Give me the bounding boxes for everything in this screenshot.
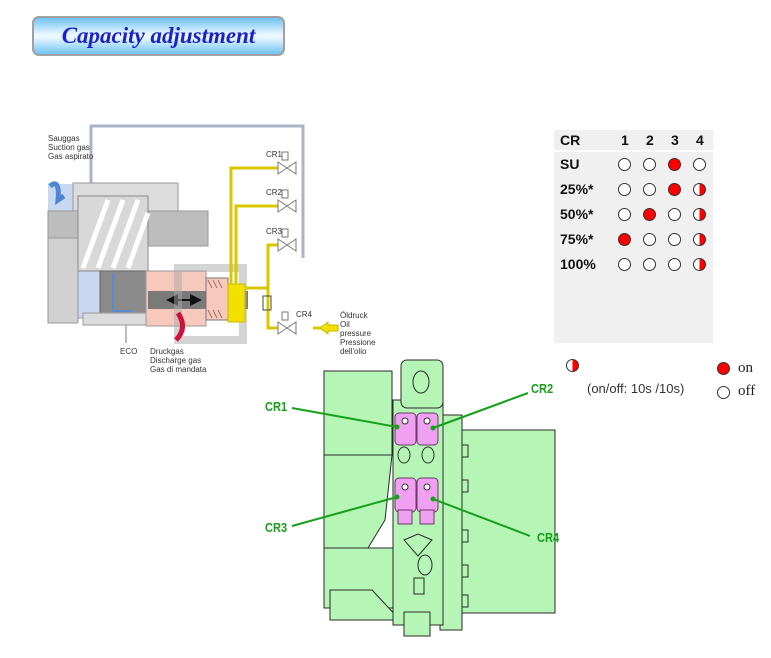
title-banner: Capacity adjustment [32, 16, 285, 56]
valve-icons [277, 151, 297, 335]
header-4: 4 [696, 132, 704, 148]
row-label: 25%* [560, 181, 594, 197]
oil-arrow-icon [319, 321, 339, 335]
valve-label-cr4: CR4 [296, 310, 313, 319]
discharge-label: Druckgas Discharge gas Gas di mandata [150, 347, 206, 374]
page-title: Capacity adjustment [61, 23, 256, 48]
row-label: 75%* [560, 231, 594, 247]
discharge-label-en: Discharge gas [150, 356, 202, 365]
state-off-icon [618, 183, 631, 196]
state-pulse-icon [693, 208, 706, 221]
row-label: 50%* [560, 206, 594, 222]
state-off-icon [668, 233, 681, 246]
discharge-label-it: Gas di mandata [150, 365, 207, 374]
oil-lines [229, 166, 328, 330]
suction-label-en: Suction gas [48, 143, 90, 152]
pulse-state-icon [566, 359, 579, 372]
spring-icon [262, 295, 272, 311]
callout-line-cr1 [291, 407, 398, 428]
state-off-icon [643, 258, 656, 271]
state-off-icon [693, 158, 706, 171]
eco-label: ECO [120, 347, 138, 356]
suction-label: Sauggas Suction gas Gas aspirato [48, 134, 93, 161]
state-off-icon [618, 208, 631, 221]
state-off-icon [618, 258, 631, 271]
valve-label-cr1: CR1 [266, 150, 283, 159]
solenoid-cr2 [416, 412, 439, 446]
callout-line-cr4 [432, 498, 531, 537]
header-cr: CR [560, 132, 581, 148]
valve-label-cr3: CR3 [266, 227, 283, 236]
callout-cr4: CR4 [537, 530, 560, 545]
pulse-note: (on/off: 10s /10s) [587, 381, 685, 396]
oil-label-de: Öldruck [340, 311, 368, 320]
suction-label-de: Sauggas [48, 134, 80, 143]
housing-right [459, 429, 556, 614]
solenoid-cr4 [416, 477, 439, 513]
row-label: 100% [560, 256, 596, 272]
callout-cr2: CR2 [531, 381, 554, 396]
state-off-icon [643, 183, 656, 196]
slide-valve [99, 270, 149, 314]
state-off-icon [668, 208, 681, 221]
header-1: 1 [621, 132, 629, 148]
on-state-icon [717, 362, 730, 375]
row-label: SU [560, 156, 580, 172]
header-3: 3 [671, 132, 679, 148]
state-off-icon [618, 158, 631, 171]
suction-label-it: Gas aspirato [48, 152, 94, 161]
valve-label-cr2: CR2 [266, 188, 283, 197]
legend-on-label: on [738, 360, 753, 376]
suction-arrow-icon [48, 181, 66, 205]
state-on-icon [643, 208, 656, 221]
capacity-state-table: CR 1 2 3 4 SU 25%* 50%* 75%* 100% [554, 130, 713, 343]
compressor-schematic: Sauggas Suction gas Gas aspirato ECO Dru… [28, 108, 376, 388]
callout-line-cr3 [291, 496, 398, 527]
state-on-icon [668, 183, 681, 196]
legend-off-label: off [738, 383, 756, 399]
state-off-icon [668, 258, 681, 271]
header-2: 2 [646, 132, 654, 148]
table-header: CR 1 2 3 4 [554, 130, 713, 152]
oil-label-en: Oil pressure [340, 320, 372, 338]
housing-left-lower [323, 454, 393, 549]
callout-cr1: CR1 [265, 399, 288, 414]
oil-label-it: Pressione dell'olio [340, 338, 376, 356]
state-off-icon [643, 233, 656, 246]
callout-cr3: CR3 [265, 520, 288, 535]
state-pulse-icon [693, 258, 706, 271]
schematic-drawing [47, 124, 339, 344]
discharge-label-de: Druckgas [150, 347, 184, 356]
solenoid-cr1 [394, 412, 417, 446]
state-on-icon [618, 233, 631, 246]
state-on-icon [668, 158, 681, 171]
state-pulse-icon [693, 233, 706, 246]
solenoid-valves [394, 412, 439, 525]
oil-pressure-label: Öldruck Oil pressure Pressione dell'olio [340, 311, 376, 356]
state-off-icon [643, 158, 656, 171]
callout-lines [291, 392, 531, 537]
off-state-icon [717, 386, 730, 399]
discharge-arrow-icon [174, 311, 185, 342]
callout-line-cr2 [432, 392, 529, 429]
housing-left-upper [323, 370, 393, 456]
state-pulse-icon [693, 183, 706, 196]
